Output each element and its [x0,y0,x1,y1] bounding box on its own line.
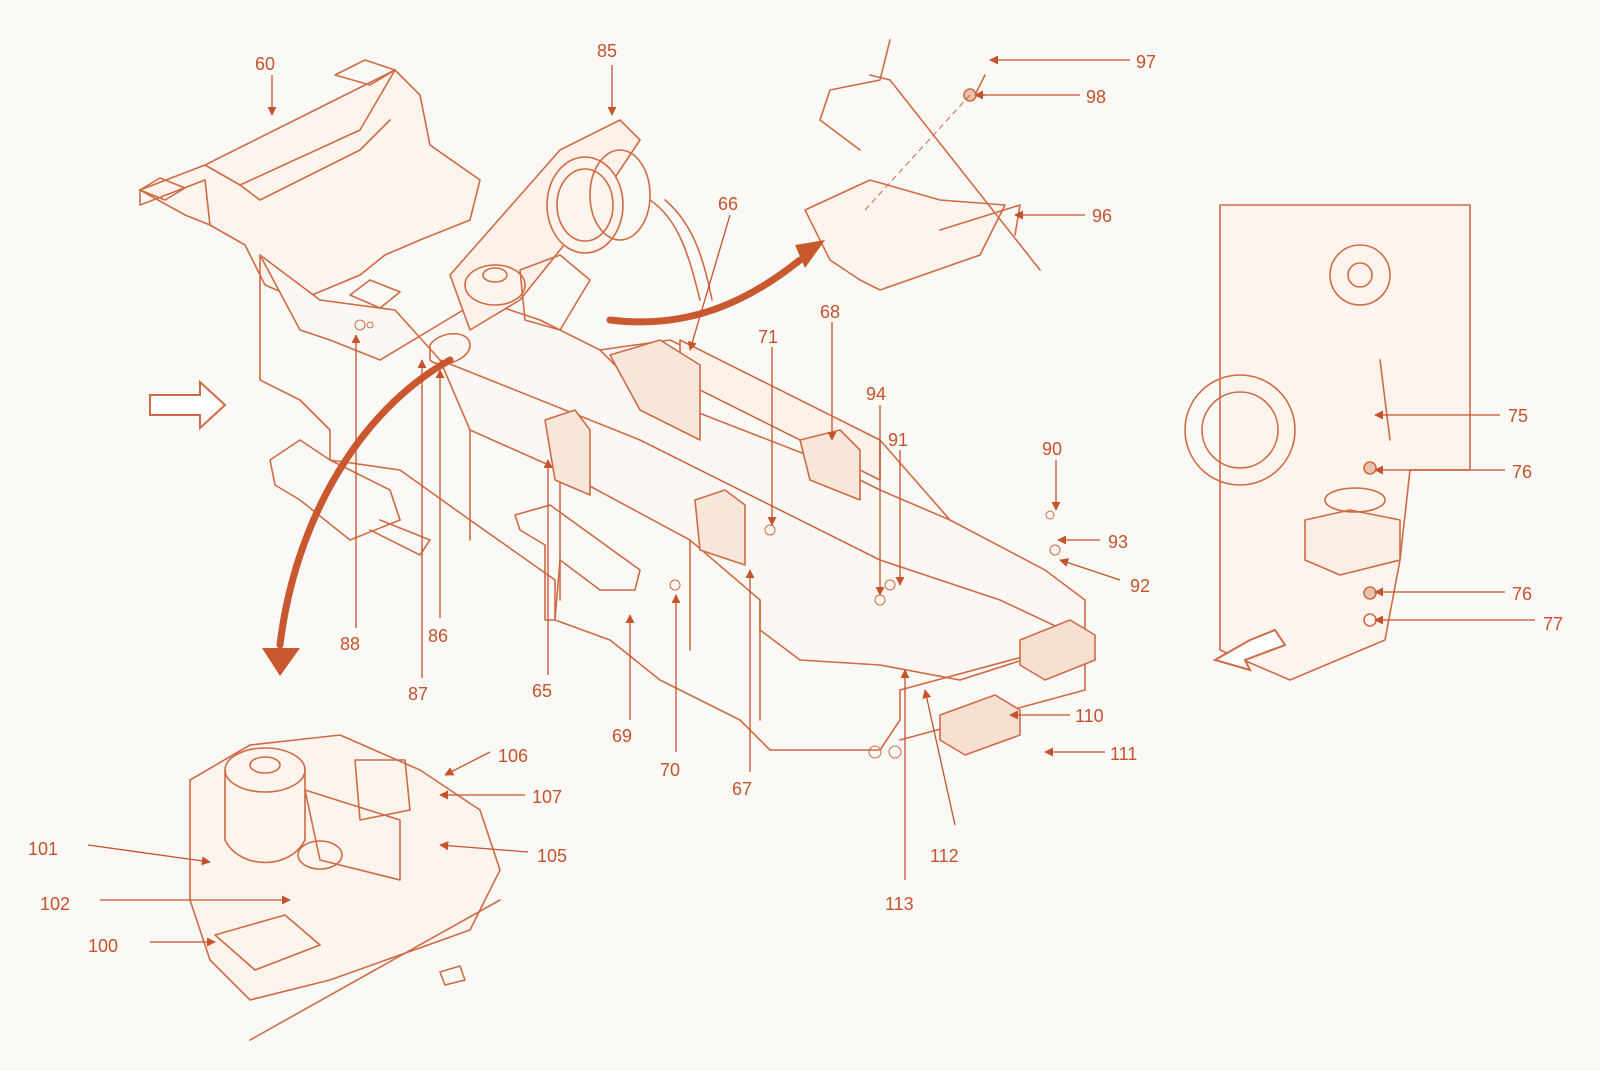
callout-68: 68 [820,302,840,322]
callout-labels: 60 85 97 98 96 66 68 71 94 91 90 93 92 8… [28,41,1563,956]
callout-87: 87 [408,684,428,704]
callout-76-lower: 76 [1512,584,1532,604]
arrow-to-inset-top-right [606,256,804,326]
callout-90: 90 [1042,439,1062,459]
inset-bottom-left [189,734,501,1041]
callout-75: 75 [1508,406,1528,426]
callout-69: 69 [612,726,632,746]
callout-60: 60 [255,54,275,74]
callout-92: 92 [1130,576,1150,596]
inset-right-engine-mount [1184,204,1471,681]
callout-98: 98 [1086,87,1106,107]
callout-105: 105 [537,846,567,866]
callout-93: 93 [1108,532,1128,552]
callout-97: 97 [1136,52,1156,72]
main-chassis-frame [138,59,1096,759]
callout-102: 102 [40,894,70,914]
callout-70: 70 [660,760,680,780]
callout-106: 106 [498,746,528,766]
callout-91: 91 [888,430,908,450]
callout-111: 111 [1110,744,1137,764]
callout-100: 100 [88,936,118,956]
arrow-to-inset-bottom-left [276,356,454,649]
callout-88: 88 [340,634,360,654]
callout-76-upper: 76 [1512,462,1532,482]
callout-66: 66 [718,194,738,214]
arrow-head-top-right [795,240,825,268]
callout-94: 94 [866,384,886,404]
callout-101: 101 [28,839,58,859]
air-filter-assembly [429,119,713,365]
callout-112: 112 [930,846,959,866]
callout-85: 85 [597,41,617,61]
callout-65: 65 [532,681,552,701]
callout-110: 110 [1075,706,1104,726]
inset-top-right [804,39,1041,291]
callout-96: 96 [1092,206,1112,226]
callout-67: 67 [732,779,752,799]
arrow-head-bottom-left [262,648,300,676]
callout-107: 107 [532,787,562,807]
leader-lines [87,55,1535,947]
callout-71: 71 [758,327,778,347]
callout-77: 77 [1543,614,1563,634]
callout-113: 113 [885,894,914,914]
callout-86: 86 [428,626,448,646]
curved-arrows [262,240,825,676]
